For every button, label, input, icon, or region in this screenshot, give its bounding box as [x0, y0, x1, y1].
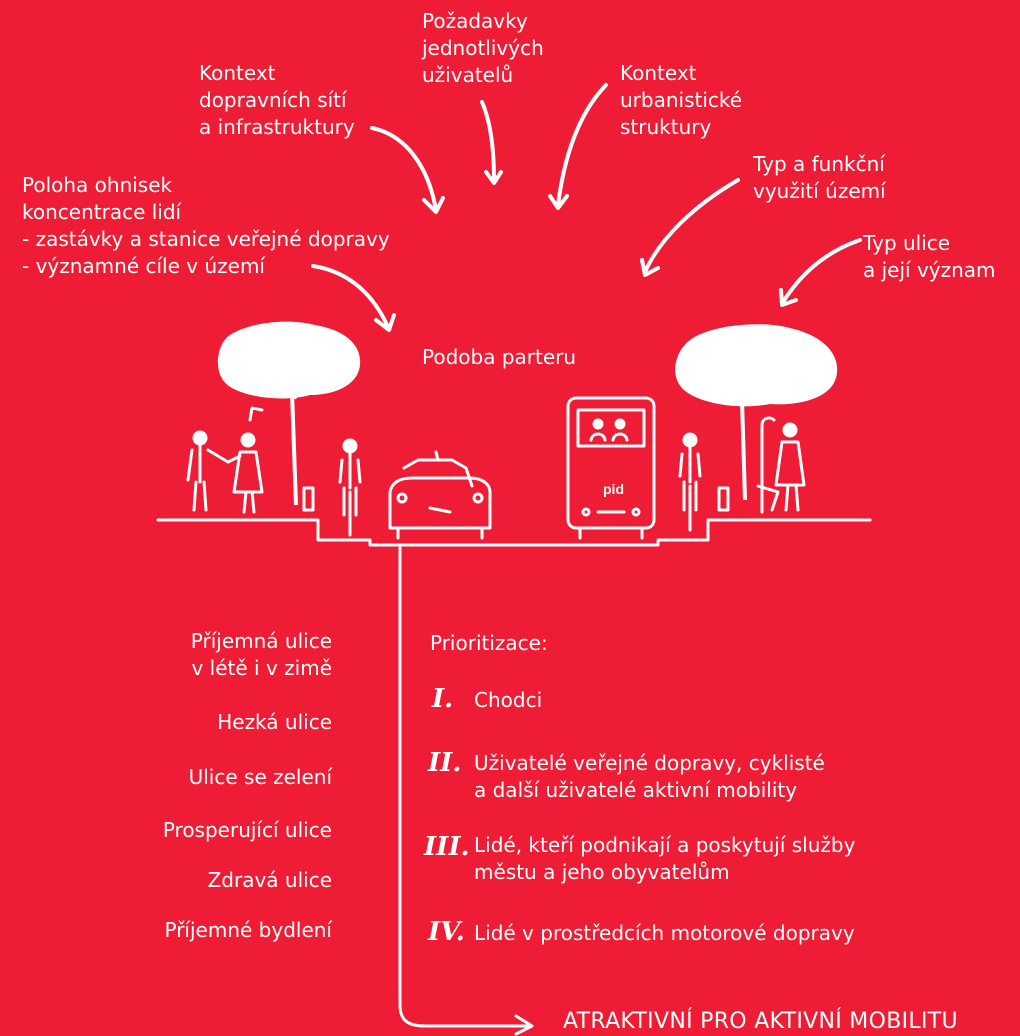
- arrow-foci: [311, 264, 396, 332]
- label-transport-context: Kontext dopravních sítí a infrastruktury: [199, 61, 355, 139]
- priority-number: II.: [428, 748, 462, 778]
- pedestrian-with-lamp-icon: [226, 406, 264, 514]
- quality-item: Prosperující ulice: [162, 818, 332, 842]
- cyclist-icon: [338, 438, 362, 537]
- label-user-requirements: Požadavky jednotlivých uživatelů: [422, 9, 544, 87]
- priority-text: Lidé, kteří podnikají a poskytují služby…: [474, 833, 856, 884]
- label-foci: Poloha ohnisek koncentrace lidí - zastáv…: [22, 173, 390, 278]
- label-street-type: Typ ulice a její význam: [863, 231, 996, 282]
- priority-number: IV.: [428, 917, 465, 947]
- quality-item: Ulice se zelení: [188, 765, 332, 789]
- street-profile: [156, 518, 872, 547]
- cyclist-icon: [678, 432, 702, 532]
- label-land-use: Typ a funkční využití území: [753, 152, 886, 203]
- bus-icon: [566, 396, 656, 540]
- bollard-icon: [302, 486, 315, 512]
- priority-number: I.: [432, 684, 454, 714]
- car-icon: [388, 450, 492, 540]
- arrow-user-requirements: [480, 100, 503, 185]
- quality-item: Hezká ulice: [217, 710, 332, 734]
- tree-left-icon: [217, 321, 361, 506]
- footer-headline: ATRAKTIVNÍ PRO AKTIVNÍ MOBILITU: [563, 1009, 958, 1034]
- pedestrian-icon: [186, 430, 230, 512]
- arrow-urban-context: [548, 83, 608, 210]
- arrow-land-use: [640, 178, 740, 277]
- center-label: Podoba parteru: [422, 345, 577, 369]
- priority-number: III.: [424, 832, 470, 862]
- priority-text: Lidé v prostředcích motorové dopravy: [474, 921, 855, 945]
- bus-logo: pid: [603, 481, 624, 497]
- bollard-icon: [717, 486, 730, 512]
- quality-item: Zdravá ulice: [207, 868, 332, 892]
- priority-text: Uživatelé veřejné dopravy, cyklisté a da…: [474, 751, 825, 802]
- prioritization-title: Prioritizace:: [430, 631, 548, 655]
- priority-text: Chodci: [474, 688, 543, 712]
- pedestrian-icon: [756, 422, 806, 512]
- label-urban-context: Kontext urbanistické struktury: [620, 61, 743, 139]
- arrow-street-type: [779, 238, 862, 307]
- quality-item: Příjemné bydlení: [164, 918, 333, 942]
- arrow-transport-context: [370, 126, 445, 214]
- flow-line: [398, 546, 530, 1028]
- streetlamp-icon: [760, 416, 776, 514]
- tree-right-icon: [675, 324, 838, 501]
- quality-item: Příjemná ulice v létě i v zimě: [190, 629, 332, 680]
